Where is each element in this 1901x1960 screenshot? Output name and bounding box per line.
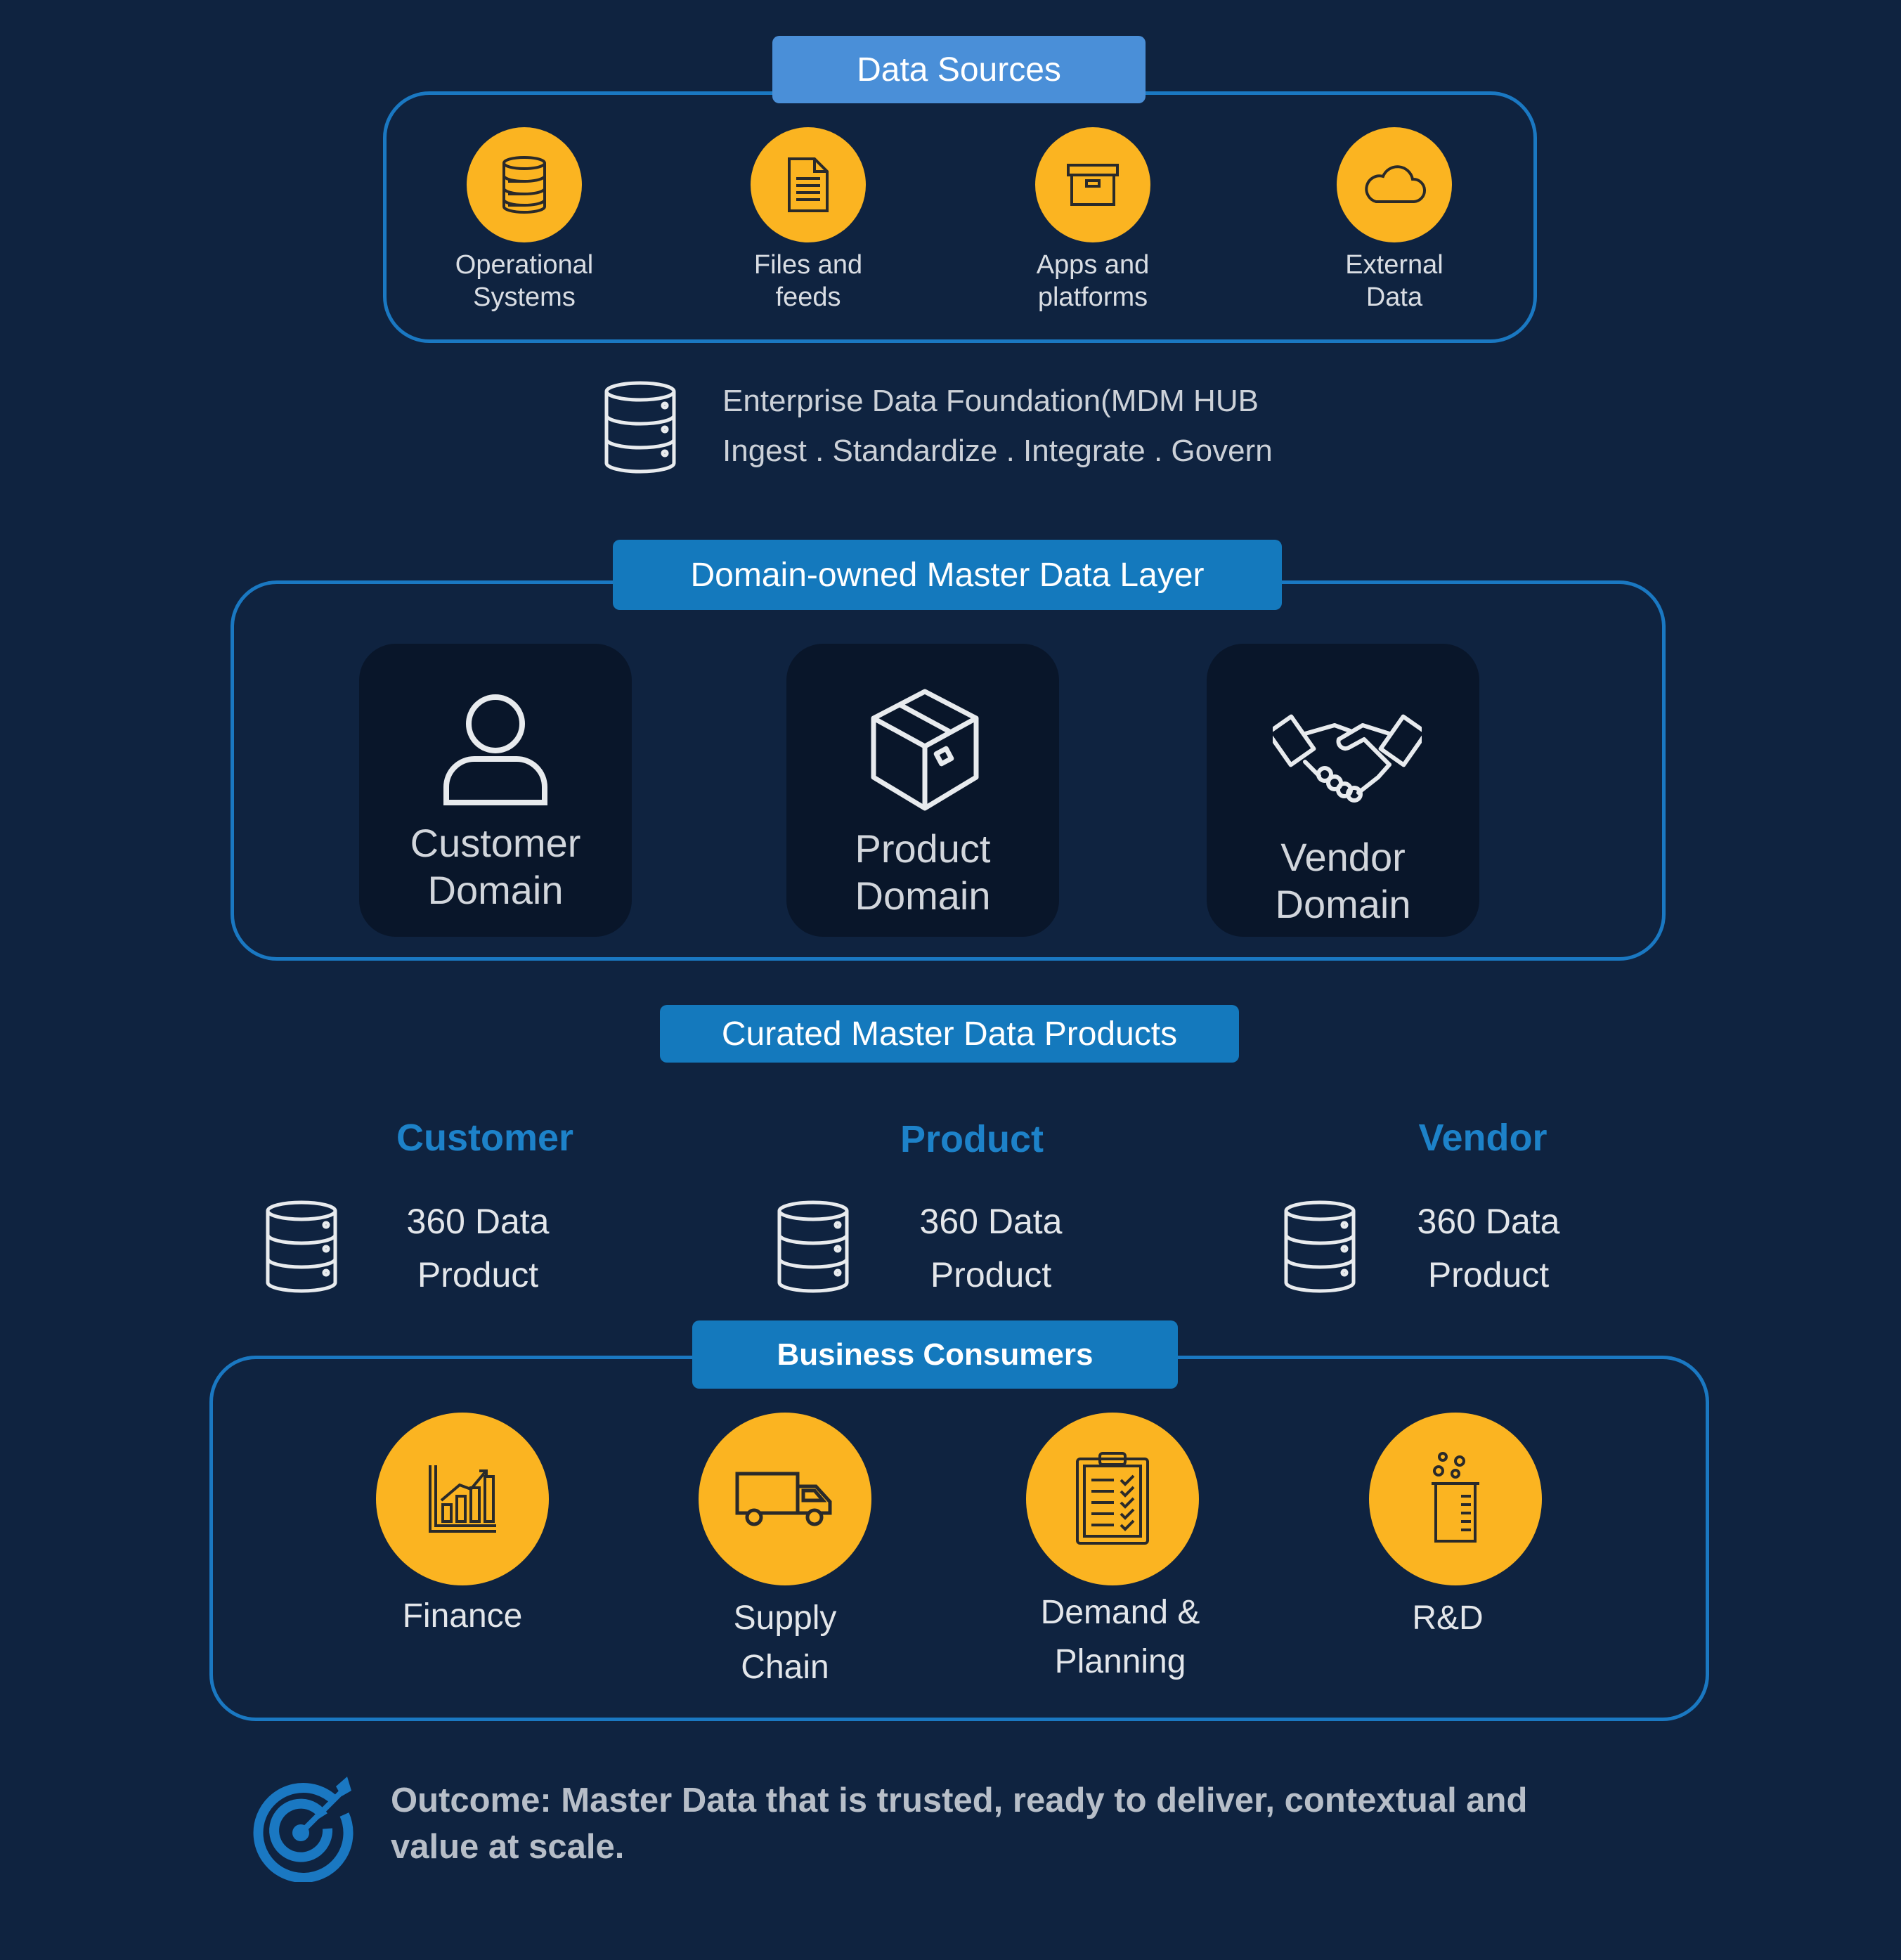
consumer-label-line2: Chain xyxy=(741,1648,829,1686)
outcome-line2: value at scale. xyxy=(391,1828,625,1866)
source-label-apps: Apps and platforms xyxy=(987,249,1198,314)
consumer-label-line1: Supply xyxy=(733,1599,837,1637)
source-label-line2: feeds xyxy=(775,283,841,313)
curated-title: Curated Master Data Products xyxy=(660,1005,1239,1063)
domain-label-line1: Vendor xyxy=(1280,835,1406,879)
outcome-line1: Outcome: Master Data that is trusted, re… xyxy=(391,1781,1528,1819)
data-sources-title: Data Sources xyxy=(772,36,1146,103)
product-text: 360 Data Product xyxy=(885,1195,1096,1302)
supply-chain-icon-circle xyxy=(699,1413,871,1585)
consumer-label: Supply Chain xyxy=(680,1594,890,1692)
database-icon xyxy=(266,1200,337,1293)
database-icon xyxy=(1284,1200,1356,1293)
domain-label-line2: Domain xyxy=(427,868,564,913)
foundation-subtitle: Ingest . Standardize . Integrate . Gover… xyxy=(722,434,1273,468)
domain-label-line2: Domain xyxy=(855,874,991,919)
consumer-label-line2: Planning xyxy=(1054,1642,1186,1680)
domain-label-line1: Customer xyxy=(410,821,581,865)
database-icon xyxy=(604,381,676,474)
document-icon xyxy=(788,157,829,212)
archive-box-icon xyxy=(1067,164,1119,206)
cloud-icon xyxy=(1365,165,1426,203)
consumer-label: Demand & Planning xyxy=(1015,1588,1226,1686)
finance-icon-circle xyxy=(376,1413,549,1585)
domain-label: Vendor Domain xyxy=(1207,833,1479,928)
domain-label: Customer Domain xyxy=(359,819,632,914)
files-feeds-icon-circle xyxy=(751,127,866,242)
product-text-line1: 360 Data xyxy=(406,1202,550,1241)
rnd-icon-circle xyxy=(1369,1413,1542,1585)
product-text-line2: Product xyxy=(930,1255,1052,1294)
consumer-label: Finance xyxy=(357,1592,568,1641)
source-label-line2: Systems xyxy=(473,283,576,313)
foundation-title: Enterprise Data Foundation(MDM HUB xyxy=(722,384,1259,418)
product-domain-card: Product Domain xyxy=(786,644,1059,937)
product-text-line2: Product xyxy=(1427,1255,1550,1294)
source-label-line1: Apps and xyxy=(1036,250,1150,280)
consumers-title: Business Consumers xyxy=(692,1320,1178,1389)
handshake-icon xyxy=(1273,714,1422,803)
vendor-domain-card: Vendor Domain xyxy=(1207,644,1479,937)
product-heading: Vendor xyxy=(1418,1117,1548,1159)
clipboard-checklist-icon xyxy=(1076,1452,1149,1545)
source-label-external: External Data xyxy=(1289,249,1500,314)
apps-platforms-icon-circle xyxy=(1035,127,1150,242)
source-label-line1: Files and xyxy=(753,250,863,280)
product-text-line1: 360 Data xyxy=(1417,1202,1560,1241)
delivery-truck-icon xyxy=(735,1472,832,1526)
source-label-line2: Data xyxy=(1365,283,1423,313)
external-data-icon-circle xyxy=(1337,127,1452,242)
consumer-label: R&D xyxy=(1342,1594,1553,1643)
product-heading: Customer xyxy=(396,1117,574,1159)
operational-systems-icon-circle xyxy=(467,127,582,242)
domain-label-line1: Product xyxy=(855,826,991,871)
target-icon xyxy=(253,1777,353,1882)
customer-domain-card: Customer Domain xyxy=(359,644,632,937)
consumer-label-line1: Finance xyxy=(402,1597,523,1635)
source-label-files: Files and feeds xyxy=(703,249,914,314)
package-box-icon xyxy=(871,689,979,811)
source-label-line1: Operational xyxy=(455,250,594,280)
lab-beaker-icon xyxy=(1432,1452,1479,1543)
source-label-line1: External xyxy=(1345,250,1443,280)
database-icon xyxy=(502,156,546,214)
product-heading: Product xyxy=(900,1118,1044,1160)
product-text-line1: 360 Data xyxy=(919,1202,1063,1241)
domain-label: Product Domain xyxy=(786,825,1059,919)
domain-layer-title: Domain-owned Master Data Layer xyxy=(613,540,1282,610)
source-label-operational: Operational Systems xyxy=(419,249,630,314)
consumer-label-line1: R&D xyxy=(1412,1599,1484,1637)
consumer-label-line1: Demand & xyxy=(1040,1594,1200,1631)
product-text-line2: Product xyxy=(417,1255,539,1294)
database-icon xyxy=(777,1200,849,1293)
product-text: 360 Data Product xyxy=(372,1195,583,1302)
user-icon xyxy=(443,694,547,805)
product-text: 360 Data Product xyxy=(1383,1195,1594,1302)
demand-planning-icon-circle xyxy=(1026,1413,1199,1585)
source-label-line2: platforms xyxy=(1037,283,1148,313)
bar-chart-icon xyxy=(429,1465,496,1533)
domain-label-line2: Domain xyxy=(1275,882,1411,927)
